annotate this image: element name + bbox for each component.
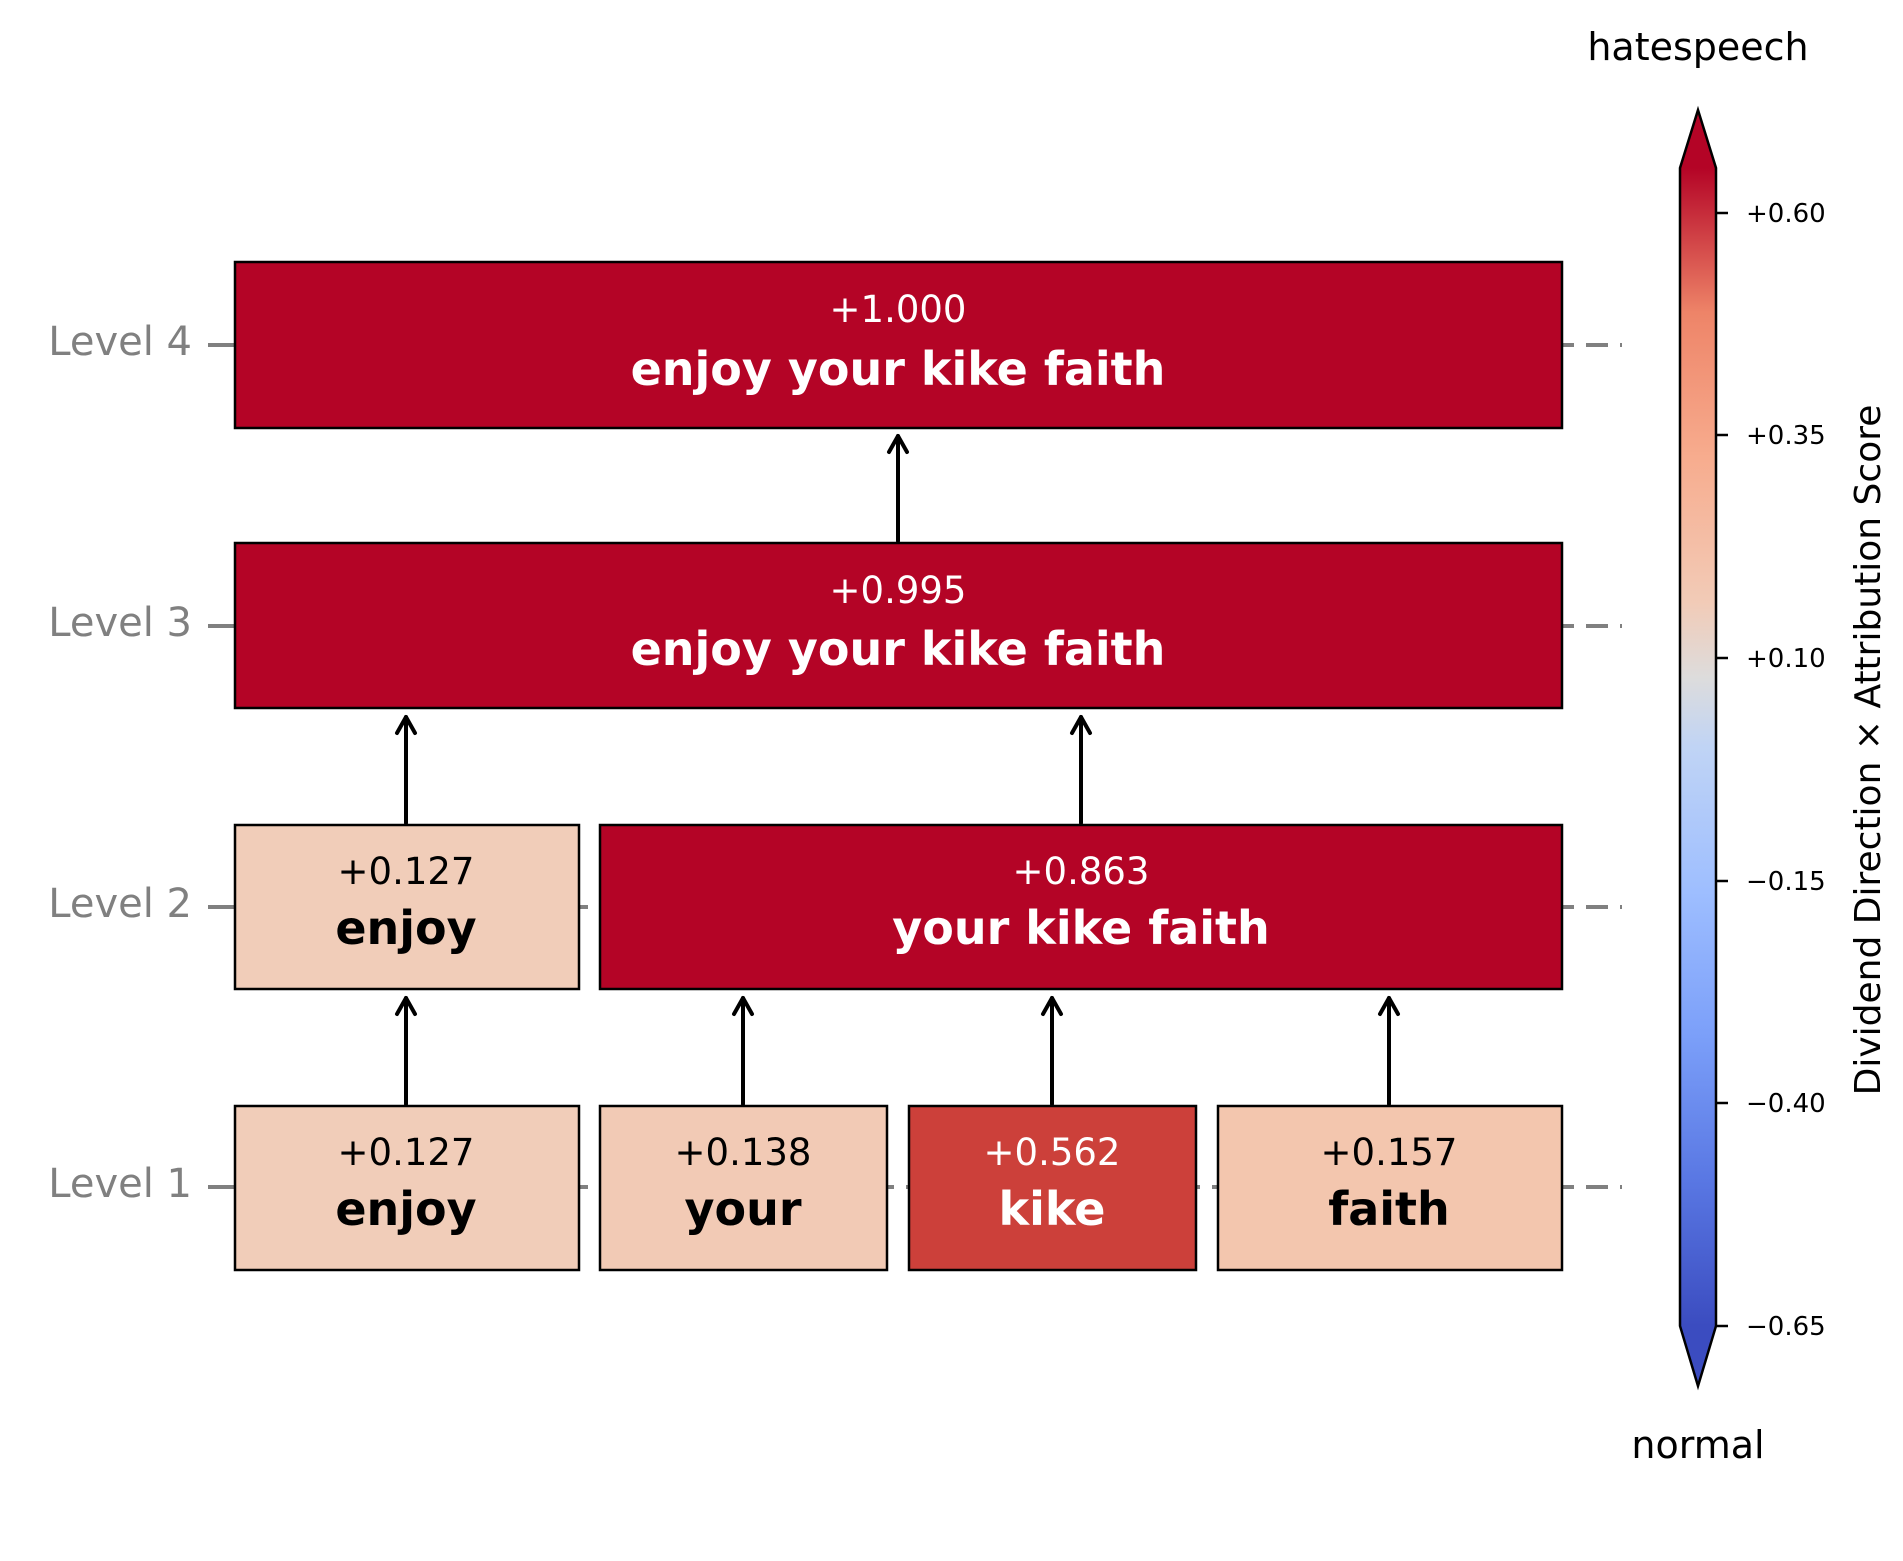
level-3-label: Level 3	[48, 600, 192, 646]
colorbar-tick-label: +0.60	[1746, 199, 1826, 229]
level-1-node-faith: +0.157 faith	[1216, 1104, 1564, 1272]
colorbar-top-label: hatespeech	[1587, 25, 1808, 69]
arrow-l2-enjoy-to-l3	[395, 715, 417, 825]
colorbar-bottom-label: normal	[1631, 1423, 1764, 1467]
node-text: faith	[1328, 1182, 1450, 1236]
level-2-label: Level 2	[48, 881, 192, 927]
node-text: enjoy	[335, 901, 476, 955]
colorbar-extend-bottom	[1680, 1326, 1716, 1386]
colorbar-axis-label: Dividend Direction × Attribution Score	[1848, 405, 1889, 1096]
level-axis: Level 4 Level 3 Level 2 Level 1	[48, 319, 1622, 1207]
level-1-node-enjoy: +0.127 enjoy	[233, 1104, 581, 1272]
colorbar-tick-label: −0.65	[1746, 1312, 1826, 1342]
node-box	[598, 1104, 889, 1272]
level-1-node-your: +0.138 your	[598, 1104, 889, 1272]
arrow-l1-faith-to-l2	[1378, 996, 1400, 1106]
node-box	[598, 823, 1564, 991]
node-score: +0.157	[1321, 1131, 1458, 1174]
level-1-label: Level 1	[48, 1161, 192, 1207]
node-score: +0.138	[675, 1131, 812, 1174]
arrow-l3-to-l4	[887, 434, 909, 543]
node-text: enjoy your kike faith	[631, 622, 1166, 676]
colorbar-tick-label: +0.10	[1746, 644, 1826, 674]
arrow-l2-phrase-to-l3	[1070, 715, 1092, 825]
colorbar-body	[1680, 168, 1716, 1326]
node-text: kike	[999, 1182, 1106, 1236]
colorbar-extend-top	[1680, 110, 1716, 168]
level-2-node-enjoy: +0.127 enjoy	[233, 823, 581, 991]
node-score: +0.562	[984, 1131, 1121, 1174]
arrow-l1-enjoy-to-l2	[395, 996, 417, 1106]
node-score: +0.995	[830, 569, 967, 612]
node-box	[233, 1104, 581, 1272]
node-box	[233, 260, 1564, 430]
node-score: +0.127	[338, 1131, 475, 1174]
node-text: your	[684, 1182, 801, 1236]
node-box	[233, 541, 1564, 710]
colorbar: hatespeech +0.60 +0.35 +0.10 −0.15 −0.40 −0.6…	[1587, 25, 1889, 1467]
colorbar-ticks: +0.60 +0.35 +0.10 −0.15 −0.40 −0.65	[1716, 199, 1826, 1342]
level-4-node: +1.000 enjoy your kike faith	[233, 260, 1564, 430]
node-box	[1216, 1104, 1564, 1272]
node-score: +1.000	[830, 288, 967, 331]
level-1-node-kike: +0.562 kike	[907, 1104, 1198, 1272]
node-text: enjoy	[335, 1182, 476, 1236]
colorbar-tick-label: −0.15	[1746, 867, 1826, 897]
level-4-label: Level 4	[48, 319, 192, 365]
arrow-l1-your-to-l2	[732, 996, 754, 1106]
colorbar-tick-label: +0.35	[1746, 421, 1826, 451]
node-score: +0.127	[338, 850, 475, 893]
node-text: your kike faith	[892, 901, 1270, 955]
arrow-l1-kike-to-l2	[1041, 996, 1063, 1106]
node-box	[233, 823, 581, 991]
level-3-node: +0.995 enjoy your kike faith	[233, 541, 1564, 710]
arrows	[395, 434, 1400, 1106]
node-box	[907, 1104, 1198, 1272]
level-2-node-phrase: +0.863 your kike faith	[598, 823, 1564, 991]
colorbar-tick-label: −0.40	[1746, 1089, 1826, 1119]
colorbar-outline	[1678, 105, 1718, 1391]
node-score: +0.863	[1013, 850, 1150, 893]
node-text: enjoy your kike faith	[631, 342, 1166, 396]
